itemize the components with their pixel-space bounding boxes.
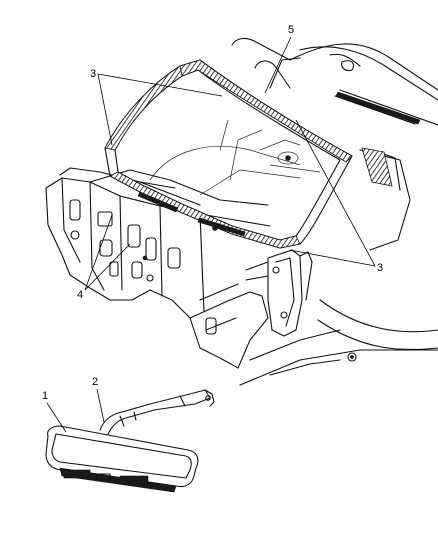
panel-cutouts bbox=[69, 199, 181, 282]
callout-label-5: 5 bbox=[288, 24, 294, 36]
callout-label-1: 1 bbox=[42, 390, 48, 402]
callout-3-lower: 3 bbox=[289, 119, 383, 274]
callout-label-3-upper: 3 bbox=[90, 68, 96, 80]
callout-label-3-lower: 3 bbox=[377, 262, 383, 274]
windshield-glass bbox=[104, 59, 353, 249]
rearview-mirror bbox=[45, 389, 215, 493]
callout-2: 2 bbox=[92, 376, 105, 423]
callout-1: 1 bbox=[42, 390, 67, 433]
mounting-bracket bbox=[245, 249, 313, 337]
vehicle-body-outline bbox=[231, 37, 438, 386]
callout-5: 5 bbox=[264, 24, 294, 94]
callout-4: 4 bbox=[77, 214, 131, 301]
callout-label-4: 4 bbox=[77, 289, 83, 301]
callout-label-2: 2 bbox=[92, 376, 98, 388]
callout-3-upper: 3 bbox=[90, 68, 223, 146]
